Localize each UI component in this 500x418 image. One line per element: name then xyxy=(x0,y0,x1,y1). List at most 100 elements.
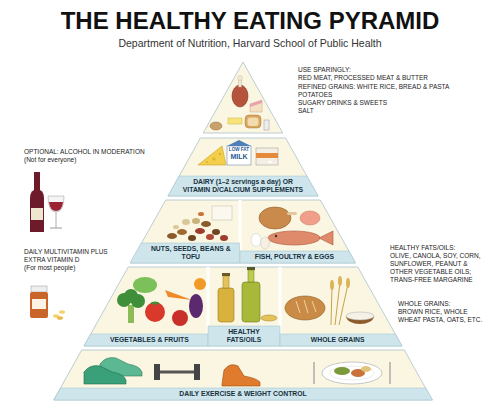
pyramid-section xyxy=(203,62,283,133)
nuts-beans-tofu xyxy=(220,235,228,241)
food-group-band: WHOLE GRAINS xyxy=(280,334,402,346)
exercise-items xyxy=(194,364,200,380)
grains-list: BROWN RICE, WHOLE WHEAT PASTA, OATS, ETC… xyxy=(398,308,492,324)
pyramid-section xyxy=(54,350,433,400)
sparingly-item: SUGARY DRINKS & SWEETS xyxy=(298,99,387,107)
vitamin-bottle xyxy=(57,316,63,320)
food-group-band: NUTS, SEEDS, BEANS & TOFU xyxy=(130,243,240,263)
fish-poultry-eggs xyxy=(259,207,291,229)
alcohol-note: OPTIONAL: ALCOHOL IN MODERATION xyxy=(24,148,145,156)
oil-bottles xyxy=(261,315,277,321)
sparingly-item: REFINED GRAINS: WHITE RICE, BREAD & PAST… xyxy=(298,83,449,91)
band-strip xyxy=(168,176,318,196)
use-sparingly-foods xyxy=(250,100,262,107)
dairy-foods xyxy=(198,140,278,165)
dairy-foods xyxy=(198,146,226,165)
band-label: DAIRY (1–2 servings a day) OR VITAMIN D/… xyxy=(182,178,304,194)
vitamin-bottle xyxy=(30,286,65,320)
wine-bottle-glass xyxy=(48,196,64,212)
nuts-beans-tofu xyxy=(212,229,220,235)
nuts-beans-tofu xyxy=(167,233,177,239)
whole-grains xyxy=(296,300,316,313)
dairy-foods xyxy=(227,146,251,165)
pyramid-section xyxy=(168,138,318,196)
whole-grains xyxy=(338,276,342,286)
band-strip xyxy=(208,326,280,346)
exercise-items xyxy=(158,371,196,374)
oil-bottles xyxy=(248,270,254,282)
nuts-beans-tofu xyxy=(201,221,211,227)
nuts-beans-tofu xyxy=(212,206,232,220)
whole-grains xyxy=(346,278,350,288)
fish-poultry-eggs xyxy=(251,207,333,249)
wine-bottle-glass xyxy=(31,208,43,220)
carton-text: MILK xyxy=(227,153,251,161)
wine-bottle-glass xyxy=(56,212,57,228)
use-sparingly-foods xyxy=(232,85,248,107)
alcohol-note: (Not for everyone) xyxy=(24,156,76,164)
use-sparingly-foods xyxy=(210,122,222,130)
exercise-items xyxy=(84,366,126,384)
vegetables-fruits xyxy=(189,294,203,318)
exercise-items xyxy=(154,364,160,380)
vitamin-bottle xyxy=(59,310,65,314)
use-sparingly-foods xyxy=(264,120,269,130)
fats-list: OLIVE, CANOLA, SOY, CORN, SUNFLOWER, PEA… xyxy=(390,252,492,283)
wine-bottle-glass xyxy=(34,172,40,192)
food-group-band: HEALTHY FATS/OILS xyxy=(208,326,280,346)
band-label: HEALTHY FATS/OILS xyxy=(211,328,277,344)
use-sparingly-foods xyxy=(238,76,243,81)
exercise-items xyxy=(313,362,314,384)
oil-bottles xyxy=(242,282,260,322)
exercise-items xyxy=(389,362,390,384)
exercise-items xyxy=(84,358,390,386)
wine-bottle-glass xyxy=(30,190,44,232)
fats-heading: HEALTHY FATS/OILS: xyxy=(390,244,455,252)
wine-bottle-glass xyxy=(50,228,62,229)
fish-poultry-eggs xyxy=(261,237,270,249)
fish-poultry-eggs xyxy=(268,231,320,245)
sparingly-item: POTATOES xyxy=(298,91,332,99)
oil-bottles xyxy=(247,267,255,270)
dairy-foods xyxy=(256,148,278,165)
nuts-beans-tofu xyxy=(188,235,196,241)
fish-poultry-eggs xyxy=(287,212,297,215)
oil-bottles xyxy=(218,267,277,322)
sparingly-heading: USE SPARINGLY: xyxy=(298,66,351,74)
sparingly-item: RED MEAT, PROCESSED MEAT & BUTTER xyxy=(298,74,428,82)
band-strip xyxy=(240,251,356,263)
band-label: VEGETABLES & FRUITS xyxy=(94,336,205,344)
dairy-foods xyxy=(268,161,272,163)
band-label: FISH, POULTRY & EGGS xyxy=(243,253,346,261)
exercise-items xyxy=(330,366,374,380)
vegetables-fruits xyxy=(172,310,188,326)
oil-bottles xyxy=(223,276,229,288)
vegetables-fruits xyxy=(151,301,159,304)
nuts-beans-tofu xyxy=(182,219,190,225)
use-sparingly-foods xyxy=(245,115,261,128)
grains-heading: WHOLE GRAINS: xyxy=(398,300,450,308)
food-group-band: DAILY EXERCISE & WEIGHT CONTROL xyxy=(54,388,433,400)
nuts-beans-tofu xyxy=(167,206,232,241)
vegetables-fruits xyxy=(145,302,165,322)
use-sparingly-foods xyxy=(210,76,269,130)
use-sparingly-foods xyxy=(228,118,242,124)
vegetables-fruits xyxy=(117,277,206,326)
oil-bottles xyxy=(222,273,230,276)
dairy-foods xyxy=(212,157,215,160)
exercise-items xyxy=(361,366,371,372)
dairy-foods xyxy=(219,153,221,155)
pyramid-section xyxy=(54,62,433,400)
oil-bottles xyxy=(218,288,234,322)
wine-bottle-glass xyxy=(49,202,63,211)
sparingly-item: SALT xyxy=(298,107,314,115)
band-strip xyxy=(280,334,402,346)
fish-poultry-eggs xyxy=(300,211,320,225)
exercise-items xyxy=(322,362,382,384)
vegetables-fruits xyxy=(165,290,192,300)
band-label: WHOLE GRAINS xyxy=(283,336,392,344)
whole-grains xyxy=(285,296,325,320)
nuts-beans-tofu xyxy=(195,228,205,234)
